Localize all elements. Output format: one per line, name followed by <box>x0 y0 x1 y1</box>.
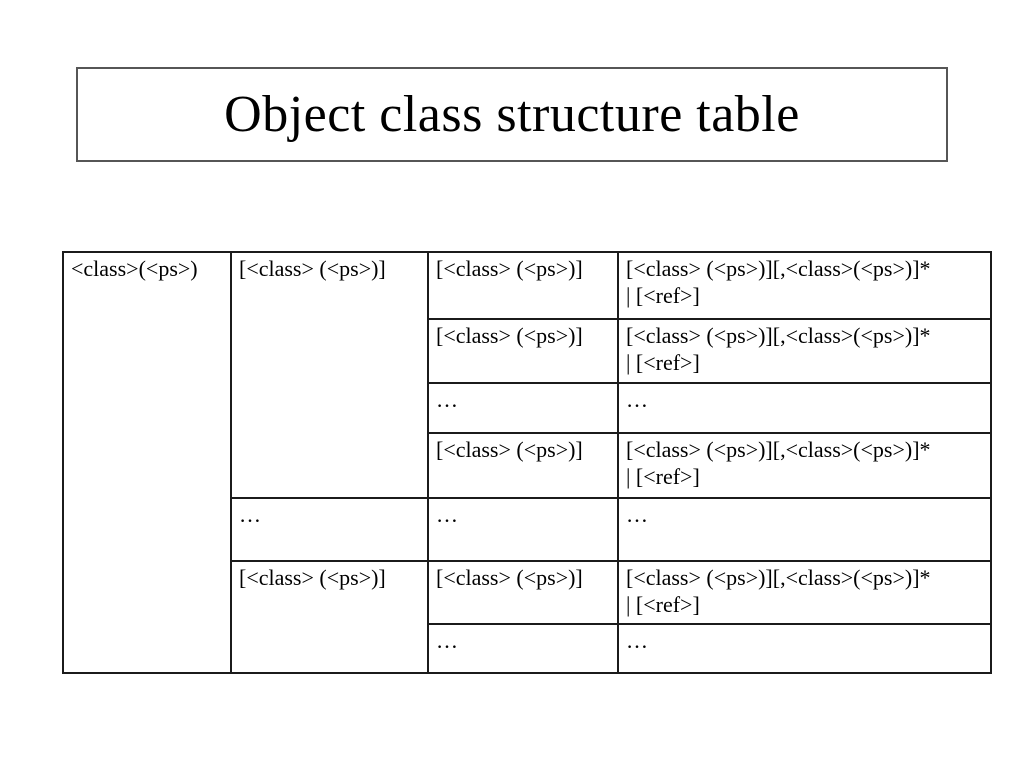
table-row: [<class> (<ps>)] [<class> (<ps>)][,<clas… <box>63 432 992 499</box>
cell-items-list-1: [<class> (<ps>)][,<class>(<ps>)]* | [<re… <box>617 251 992 320</box>
table-row: … … <box>63 623 992 674</box>
cell-ellipsis-list-3: … <box>617 623 992 674</box>
object-class-structure-table: <class>(<ps>) [<class> (<ps>)] [<class> … <box>62 251 992 674</box>
cell-ellipsis-list-1: … <box>617 382 992 434</box>
cell-ellipsis-item-1: … <box>427 382 619 434</box>
cell-item-3: [<class> (<ps>)] <box>427 432 619 499</box>
cell-group-ellipsis: … <box>230 497 429 562</box>
title-box: Object class structure table <box>76 67 948 162</box>
cell-items-list-3: [<class> (<ps>)][,<class>(<ps>)]* | [<re… <box>617 432 992 499</box>
cell-item-2: [<class> (<ps>)] <box>427 318 619 384</box>
table-row: … … <box>63 382 992 434</box>
cell-item-1: [<class> (<ps>)] <box>427 251 619 320</box>
table-row: <class>(<ps>) [<class> (<ps>)] [<class> … <box>62 251 992 674</box>
table-row: … … … <box>63 497 992 562</box>
cell-ellipsis-item-2: … <box>427 497 619 562</box>
cell-ellipsis-item-3: … <box>427 623 619 674</box>
cell-items-list-2: [<class> (<ps>)][,<class>(<ps>)]* | [<re… <box>617 318 992 384</box>
cell-group-first: [<class> (<ps>)] <box>230 251 429 499</box>
cell-group-last: [<class> (<ps>)] <box>230 560 429 674</box>
cell-ellipsis-list-2: … <box>617 497 992 562</box>
slide-title: Object class structure table <box>224 85 800 143</box>
table-row: [<class> (<ps>)] [<class> (<ps>)][,<clas… <box>63 318 992 384</box>
cell-class-root: <class>(<ps>) <box>62 251 232 674</box>
table-row: [<class> (<ps>)] [<class> (<ps>)] [<clas… <box>63 560 992 674</box>
cell-item-4: [<class> (<ps>)] <box>427 560 619 625</box>
cell-items-list-4: [<class> (<ps>)][,<class>(<ps>)]* | [<re… <box>617 560 992 625</box>
